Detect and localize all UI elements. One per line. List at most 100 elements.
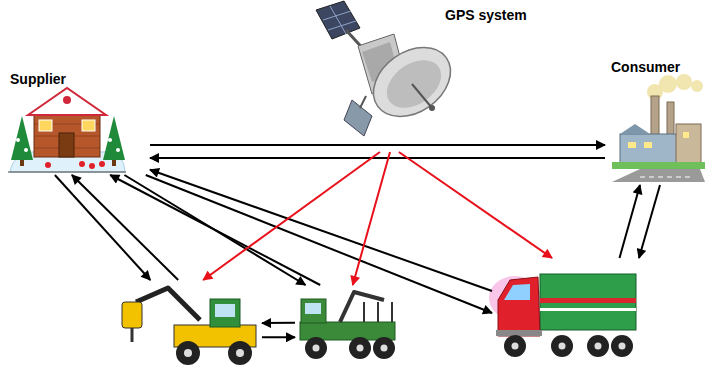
factory-picture-part [644,142,652,148]
forwarder-picture-part [357,345,364,352]
harvester-picture-part [236,349,244,357]
flow-arrow [150,157,605,159]
flow-arrow [150,144,605,146]
truck-picture-part [551,335,573,357]
truck-picture-part [496,330,542,336]
forwarder-picture-part [373,337,395,359]
truck-picture-part [504,284,530,300]
truck-picture-part [540,298,636,303]
house-picture [8,88,126,172]
factory-picture-part [659,75,677,93]
node-label: Consumer [611,59,680,76]
satellite-picture-part [360,96,366,108]
node-label: Supplier [10,71,66,88]
house-picture-part [108,138,112,142]
house-picture-part [79,161,85,167]
forwarder-picture-part [340,292,384,322]
flow-arrow [639,185,660,258]
truck-picture-part [540,274,636,330]
forwarder-picture-part [301,299,326,323]
gps-signal-arrow [399,152,552,258]
flow-arrow [124,175,305,285]
truck-picture [489,274,636,357]
satellite-picture-part [378,50,450,117]
flow-arrow [110,175,320,285]
factory-picture-part [620,124,650,134]
satellite-picture [316,1,464,136]
factory-picture-part [612,162,705,169]
truck-picture-part [619,343,626,350]
satellite-picture-part [360,33,463,130]
flow-arrow [150,170,492,291]
factory-picture-part [628,142,636,148]
house-picture-part [99,161,105,167]
gps-signal-arrow [203,152,380,280]
truck-picture-part [498,277,540,336]
factory-picture-part [683,132,689,138]
factory-picture-part [676,124,701,164]
harvester-picture-part [184,349,192,357]
house-picture-part [45,162,51,168]
satellite-picture-part [344,100,372,136]
harvester-picture-part [131,328,134,342]
truck-picture-part [540,308,636,311]
truck-picture-part [611,335,633,357]
house-picture-part [8,172,126,173]
truck-picture-part [504,335,526,357]
node-label: GPS system [445,7,527,24]
flow-arrow [262,322,295,324]
harvester-picture-part [176,341,200,365]
harvester-picture-part [210,299,240,327]
supplier-node: Supplier [8,70,150,175]
satellite-picture-part [429,105,435,111]
house-picture-part [16,138,20,142]
flow-arrow [72,175,178,280]
forwarder-picture-part [349,337,371,359]
truck-picture-part [512,343,519,350]
harvester-picture [122,288,256,365]
house-picture-part [28,88,106,115]
factory-picture [612,74,705,182]
harvester-picture-part [228,341,252,365]
house-picture-part [116,148,120,152]
harvester-node [115,280,262,368]
flow-arrow [55,175,150,280]
house-picture-part [103,116,125,160]
forwarder-picture-part [305,303,321,314]
house-picture-part [82,120,95,131]
truck-picture-part [587,335,609,357]
house-picture-part [11,116,33,160]
factory-picture-part [620,134,678,164]
gps-node: GPS system [300,2,540,152]
flow-arrow [620,185,641,258]
house-picture-part [63,96,71,104]
house-picture-part [39,120,52,131]
factory-picture-part [640,177,690,178]
truck-picture-part [559,343,566,350]
harvester-picture-part [215,304,235,317]
house-picture-part [89,163,95,169]
factory-picture-part [612,169,705,182]
factory-picture-part [691,80,703,92]
forwarder-picture-part [363,302,365,322]
house-picture-part [24,148,28,152]
forwarder-picture [300,292,395,359]
house-picture-part [112,160,116,166]
flow-arrow [262,336,295,338]
truck-node [492,258,642,368]
forwarder-node [295,285,400,362]
factory-picture-part [676,74,692,90]
harvester-picture-part [122,302,142,328]
gps-signal-arrow [353,152,390,285]
house-picture-part [34,112,100,157]
house-picture-part [20,160,24,166]
harvester-picture-part [136,288,200,320]
forwarder-picture-part [391,302,393,322]
forwarder-picture-part [313,345,320,352]
forwarder-picture-part [305,337,327,359]
forwarder-picture-part [377,302,379,322]
house-picture-part [59,133,74,157]
